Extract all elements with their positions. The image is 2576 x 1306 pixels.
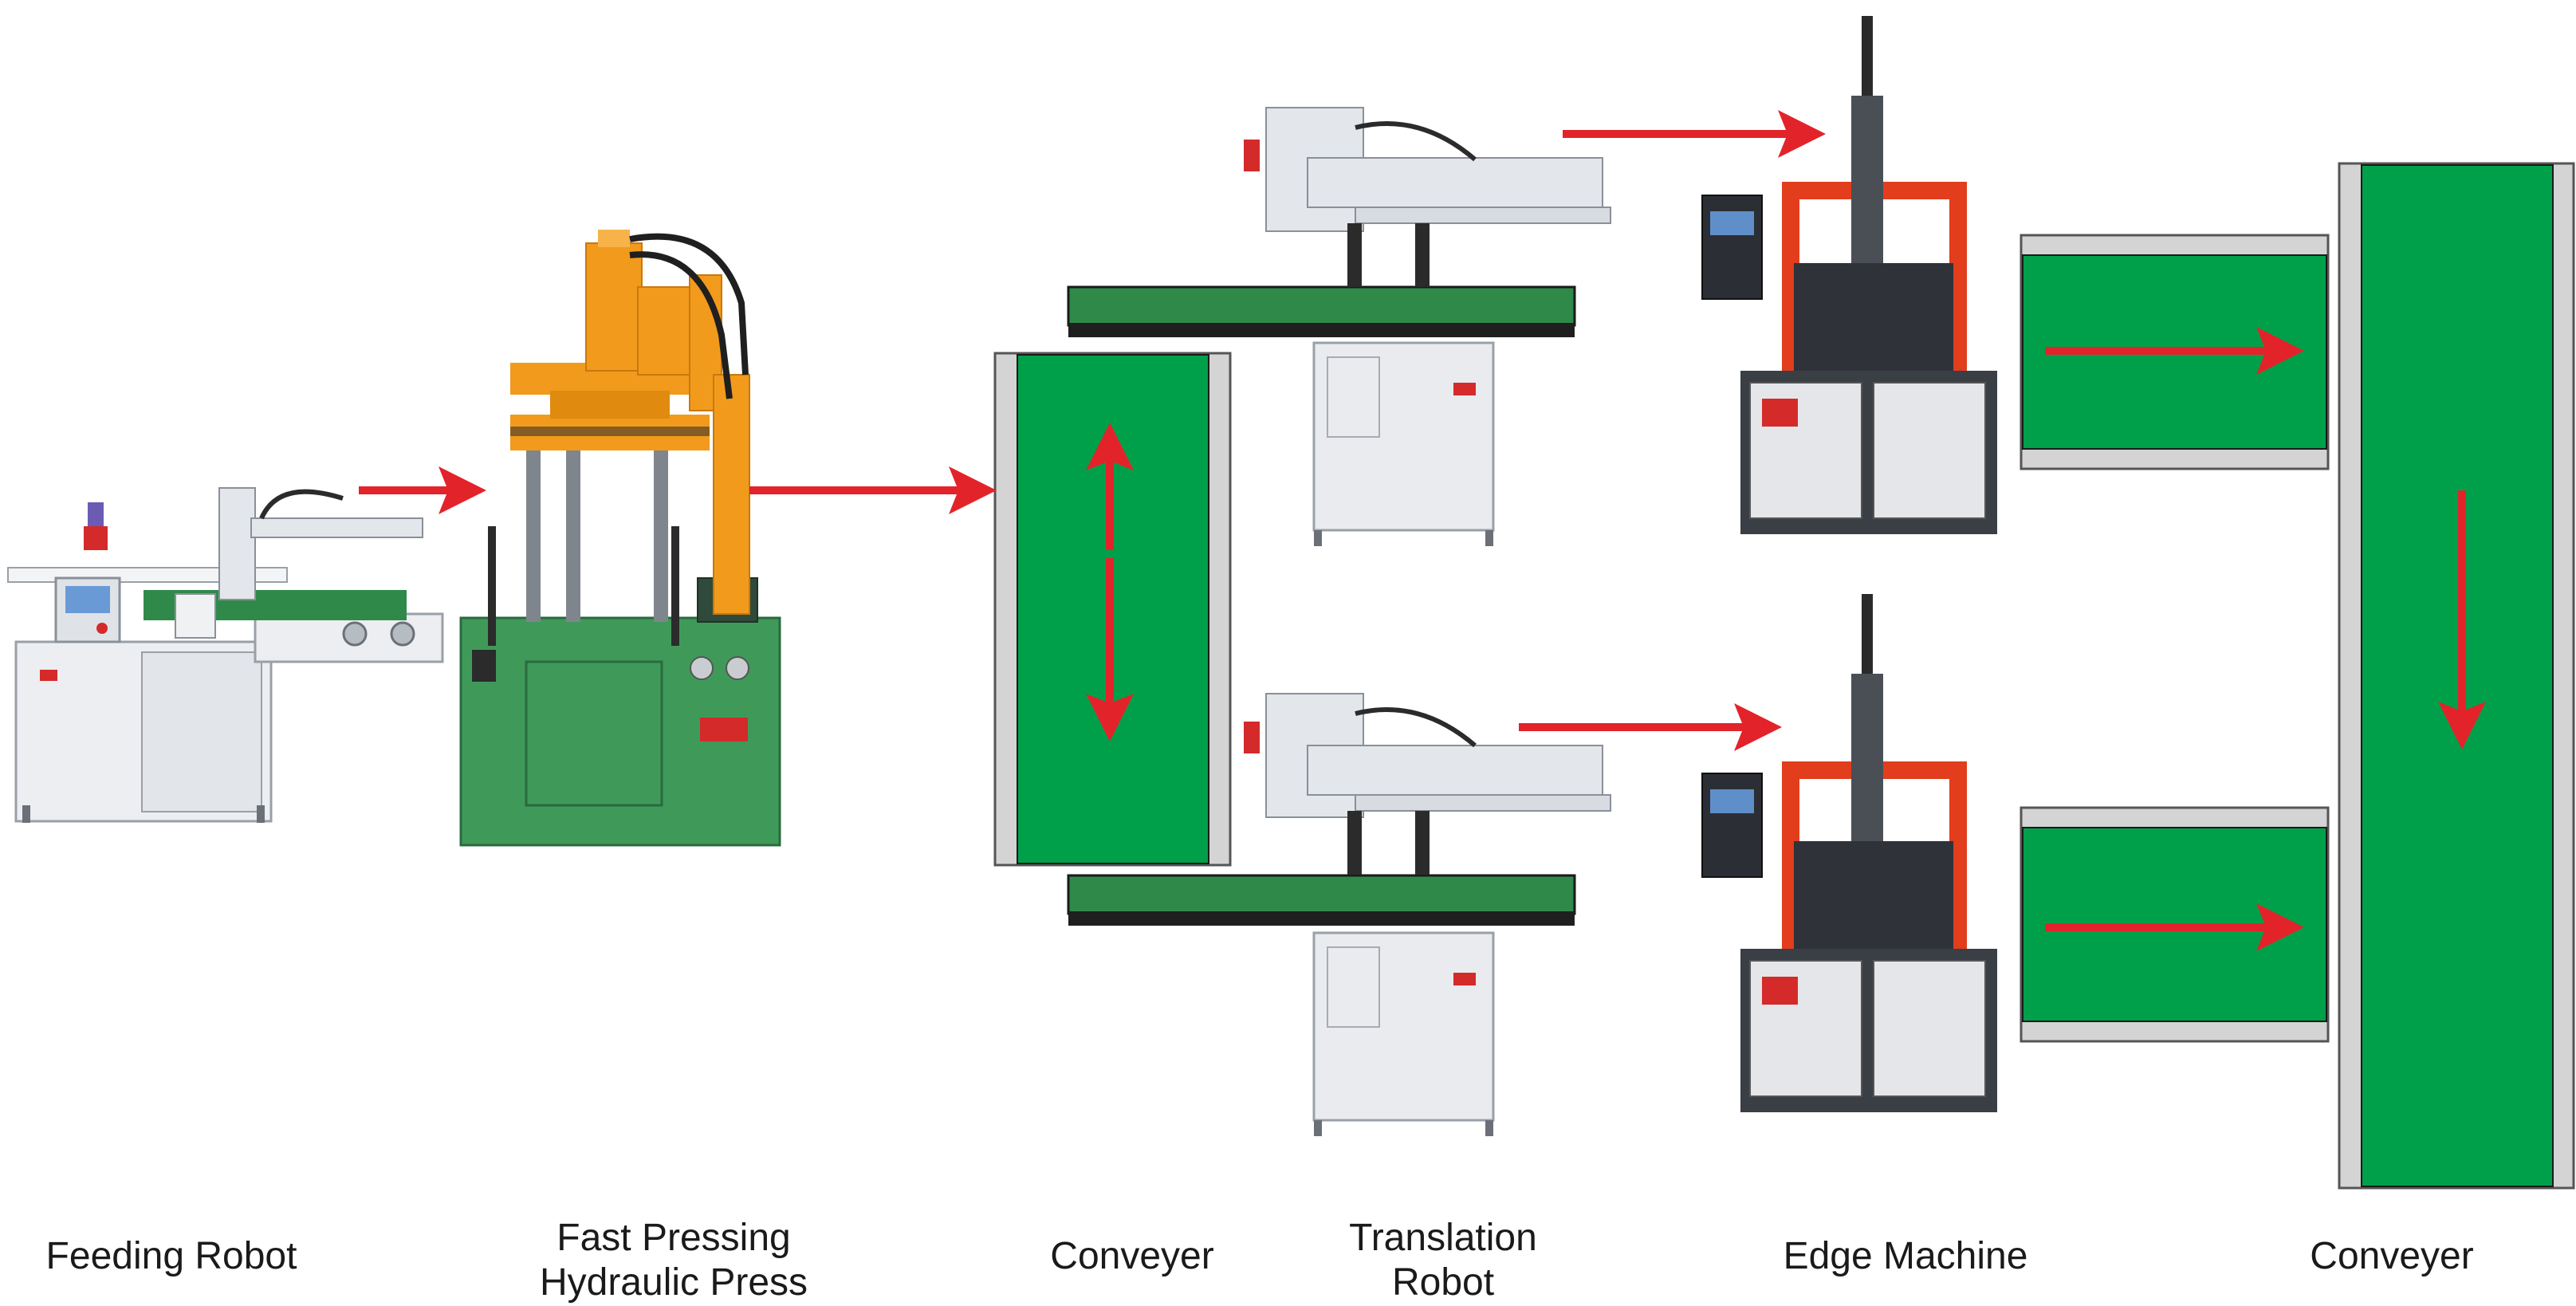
label-conveyer-2: Conveyer [2310,1235,2474,1277]
label-translation-robot: Translation Robot [1349,1217,1537,1304]
feeding-robot-machine [7,487,444,823]
edge-machine-top [1701,16,1997,534]
hydraulic-press-machine [459,230,781,847]
edge-machine-bottom [1701,594,1997,1112]
label-hydraulic-press: Fast Pressing Hydraulic Press [539,1217,808,1304]
translation-robot-top [1067,107,1611,546]
translation-robot-bottom [1067,693,1611,1136]
conveyer-2-belt [2338,162,2575,1190]
label-conveyer-1: Conveyer [1050,1235,1214,1277]
label-edge-machine: Edge Machine [1783,1235,2028,1277]
flow-arrows [359,110,2486,951]
label-feeding-robot: Feeding Robot [45,1235,297,1277]
